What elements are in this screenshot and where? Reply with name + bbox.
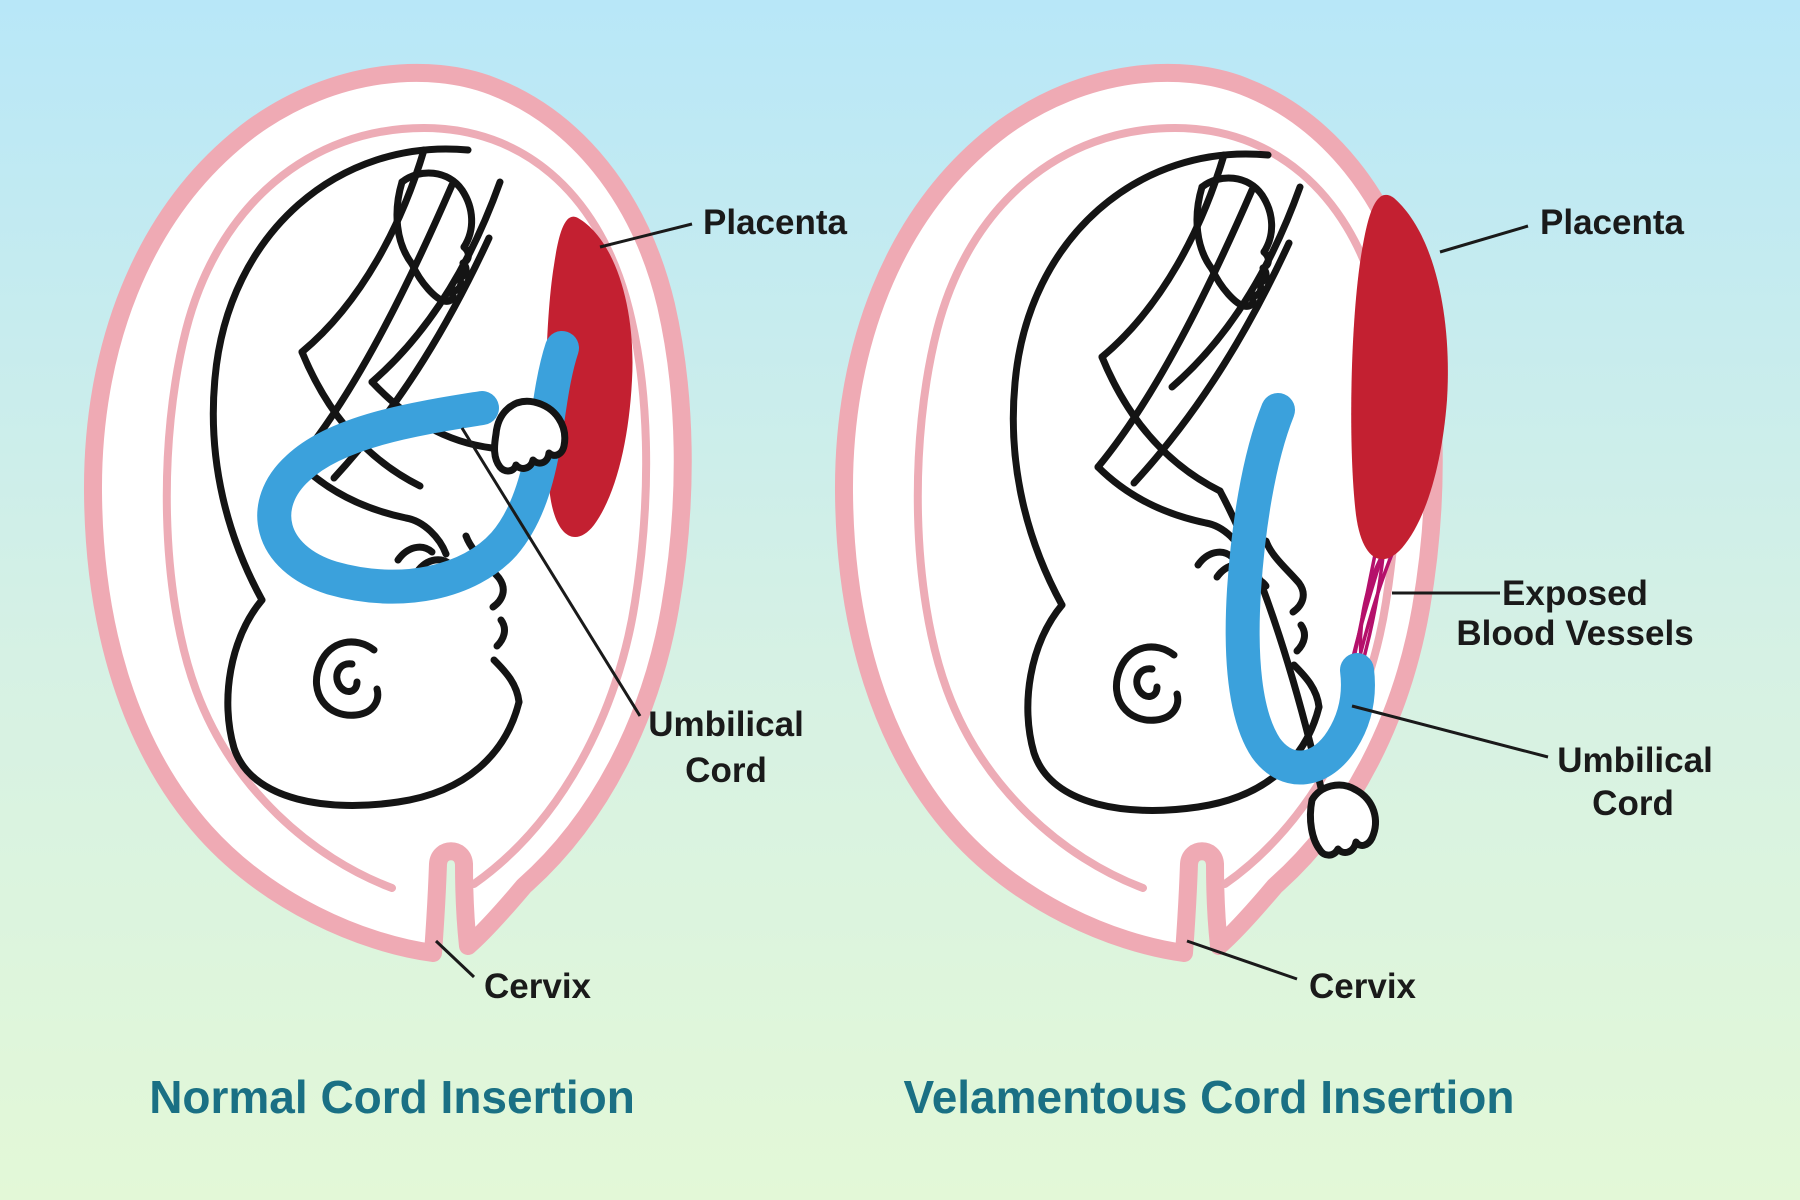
- leader-line-cervix: [1186, 939, 1298, 981]
- panel-velamentous-insertion: Placenta Exposed Blood Vessels Umbilical…: [844, 73, 1713, 1123]
- exposed-vessels-label-line1: Exposed: [1502, 574, 1648, 613]
- placenta-label: Placenta: [703, 203, 847, 242]
- fetus-foot-shape: [1306, 781, 1379, 859]
- cervix-label: Cervix: [484, 967, 592, 1006]
- leader-line-placenta: [1439, 224, 1529, 254]
- cervix-label: Cervix: [1309, 967, 1417, 1006]
- umbilical-cord-label-line1: Umbilical: [1557, 741, 1713, 780]
- umbilical-cord-label-line2: Cord: [685, 751, 767, 790]
- umbilical-cord-shape: [1225, 393, 1375, 785]
- umbilical-cord-label-line2: Cord: [1592, 784, 1674, 823]
- exposed-vessels-label-line2: Blood Vessels: [1456, 614, 1693, 653]
- placenta-shape: [545, 216, 633, 538]
- leader-line-umbilical-cord: [460, 427, 642, 717]
- panel-normal-insertion: Placenta Umbilical Cord Cervix Normal Co…: [93, 73, 847, 1123]
- leader-line-placenta: [599, 222, 693, 249]
- placenta-shape: [1351, 194, 1448, 560]
- panel-title-velamentous: Velamentous Cord Insertion: [904, 1071, 1515, 1123]
- fetus-foot-over-cord: [491, 397, 569, 475]
- placenta-label: Placenta: [1540, 203, 1684, 242]
- umbilical-cord-label-line1: Umbilical: [648, 705, 804, 744]
- leader-line-umbilical-cord: [1351, 704, 1549, 759]
- panel-title-normal: Normal Cord Insertion: [149, 1071, 635, 1123]
- leader-line-cervix: [434, 939, 476, 979]
